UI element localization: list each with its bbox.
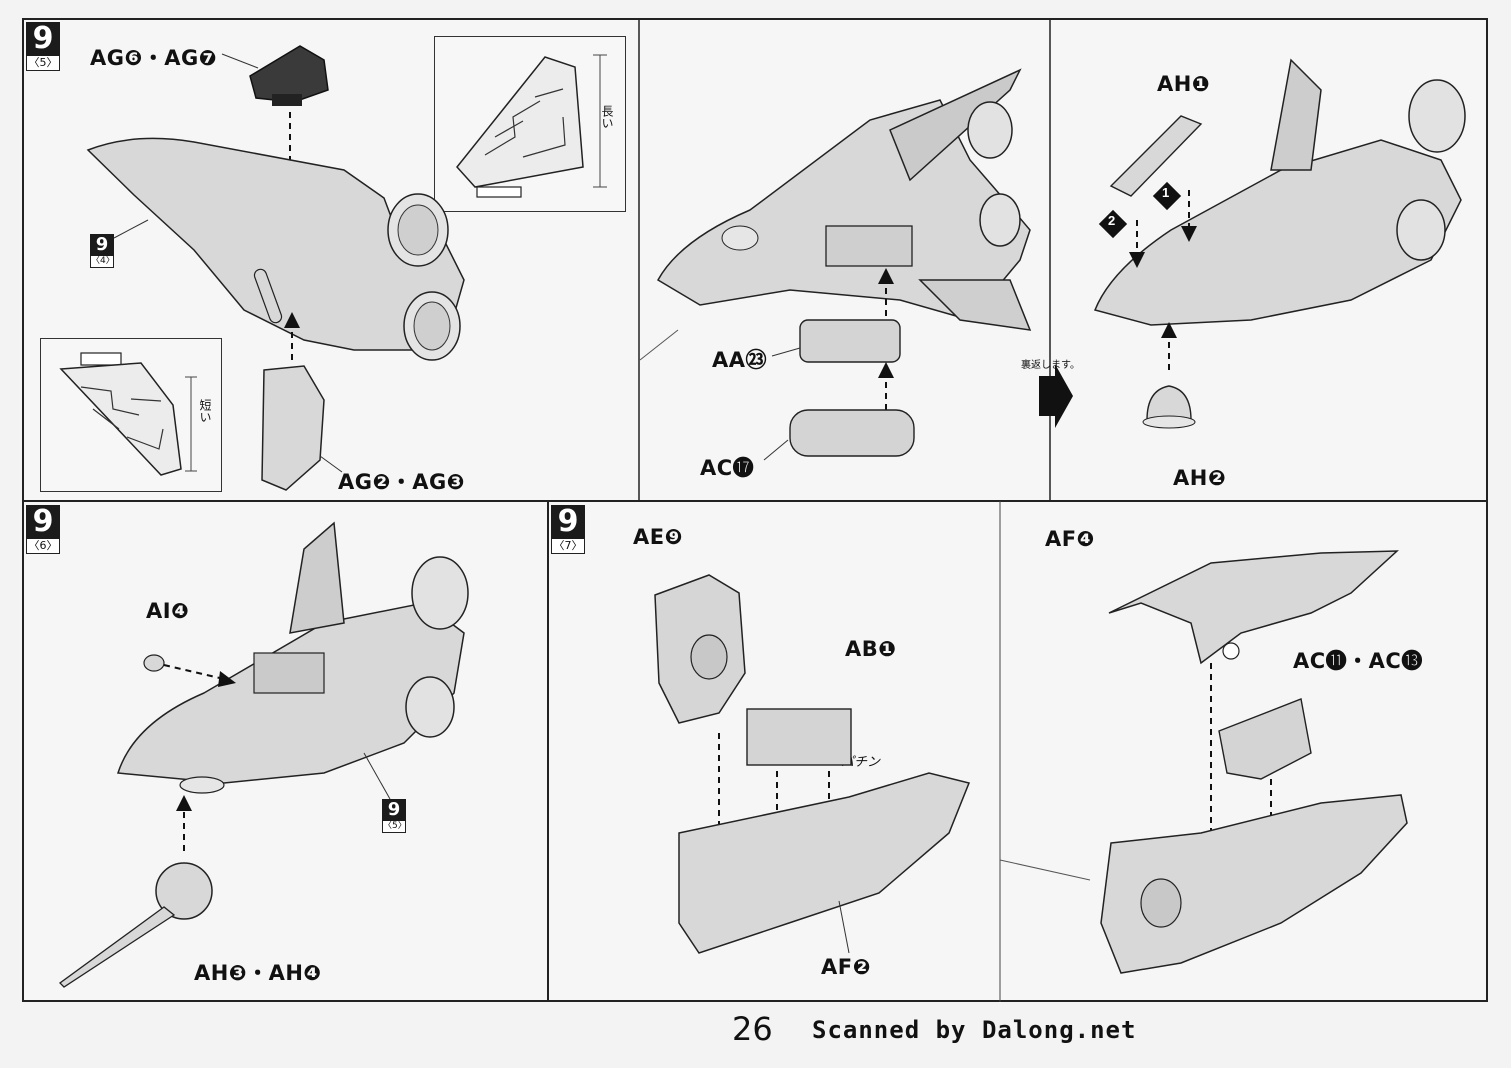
part-label-ah3-ah4: AH❸・AH❹ — [194, 961, 322, 985]
inset-short-note: 短い — [198, 399, 212, 423]
reference-badge: 9 〈5〉 — [382, 799, 407, 833]
part-label-ag2-ag3: AG❷・AG❸ — [338, 470, 466, 494]
step-9-7b-illustration — [1100, 550, 1408, 974]
flip-arrow-icon — [1039, 364, 1073, 428]
step-sub-number: 〈6〉 — [26, 539, 60, 554]
short-fin-illustration — [59, 352, 197, 476]
step-badge: 9 〈7〉 — [551, 505, 585, 554]
part-label-af4: AF❹ — [1045, 527, 1095, 551]
step-9-5b-illustration — [656, 68, 1032, 461]
order-mark-2: 2 — [1108, 213, 1116, 228]
part-label-ah1: AH❶ — [1157, 72, 1211, 96]
step-number: 9 — [26, 505, 60, 539]
step-sub-number: 〈5〉 — [26, 56, 60, 71]
inset-short-fin: 短い — [40, 338, 222, 492]
step-badge: 9 〈5〉 — [26, 22, 60, 71]
order-mark-1: 1 — [1162, 185, 1170, 200]
part-label-ab1: AB❶ — [845, 637, 897, 661]
page-number: 26 — [732, 1010, 773, 1048]
step-9-7-illustration — [654, 574, 971, 954]
reference-sub: 〈5〉 — [382, 821, 407, 833]
reference-number: 9 — [382, 799, 406, 821]
step-9-5c-illustration — [1039, 58, 1466, 429]
inset-long-note: 長い — [600, 105, 614, 129]
reference-sub: 〈4〉 — [90, 256, 115, 268]
part-label-ac11-ac13: AC⓫・AC⓭ — [1293, 649, 1423, 673]
step-9-5b-panel: AA㉓ AC⓱ — [640, 20, 1050, 501]
part-label-ah2: AH❷ — [1173, 466, 1227, 490]
step-9-5-illustration — [86, 45, 465, 491]
part-label-ai4: AI❹ — [146, 599, 190, 623]
step-9-5-panel: 9 〈5〉 AG❻・AG❼ AG❷・AG❸ 9 〈4〉 長い 短い — [24, 20, 639, 501]
inset-long-fin: 長い — [434, 36, 626, 212]
step-number: 9 — [26, 22, 60, 56]
step-number: 9 — [551, 505, 585, 539]
flip-note: 裏返します。 — [1021, 360, 1080, 371]
part-label-aa23: AA㉓ — [712, 348, 768, 372]
step-9-7-panel: 9 〈7〉 AE❾ AB❶ AF❷ パチン — [549, 503, 1000, 1000]
part-label-ag6-ag7: AG❻・AG❼ — [90, 46, 218, 70]
long-fin-illustration — [456, 54, 607, 198]
step-9-5c-panel: AH❶ AH❷ 裏返します。 1 2 — [1021, 20, 1488, 501]
step-9-6-illustration — [59, 521, 469, 988]
step-9-7b-panel: AF❹ AC⓫・AC⓭ — [1001, 503, 1488, 1000]
scan-credit: Scanned by Dalong.net — [812, 1016, 1137, 1044]
part-label-af2: AF❷ — [821, 955, 871, 979]
reference-badge: 9 〈4〉 — [90, 234, 115, 268]
step-sub-number: 〈7〉 — [551, 539, 585, 554]
step-badge: 9 〈6〉 — [26, 505, 60, 554]
step-9-6-panel: 9 〈6〉 AI❹ AH❸・AH❹ 9 〈5〉 — [24, 503, 548, 1000]
part-label-ac17: AC⓱ — [700, 456, 755, 480]
part-label-ae9: AE❾ — [633, 525, 683, 549]
reference-number: 9 — [90, 234, 114, 256]
